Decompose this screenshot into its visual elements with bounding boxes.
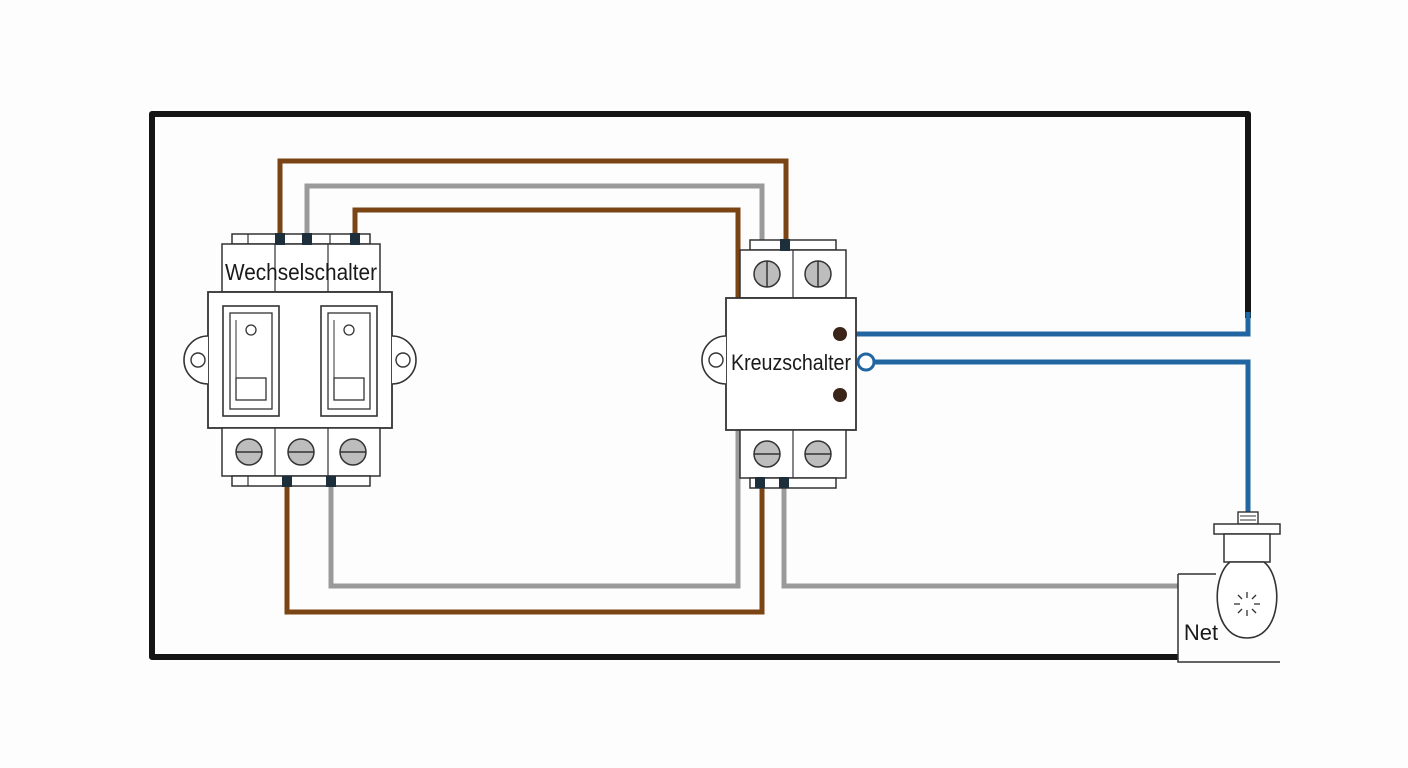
black-loop-wire bbox=[149, 111, 1251, 660]
terminal-point bbox=[833, 388, 847, 402]
wechselschalter-device: Wechselschalter bbox=[183, 233, 417, 487]
terminal-clamp bbox=[302, 233, 312, 245]
screw-terminal-icon bbox=[804, 440, 832, 468]
kreuzschalter-device: Kreuzschalter bbox=[701, 239, 876, 489]
mains-box: Net bbox=[1177, 573, 1280, 663]
brown-traveller-bottom bbox=[284, 482, 765, 615]
terminal-clamp bbox=[275, 233, 285, 245]
wechselschalter-label: Wechselschalter bbox=[225, 259, 377, 285]
blue-wire-to-lamp bbox=[866, 359, 1251, 516]
brown-traveller-top-inner bbox=[352, 207, 741, 298]
screw-terminal-icon bbox=[804, 260, 832, 288]
kreuzschalter-label: Kreuzschalter bbox=[731, 350, 851, 375]
terminal-clamp bbox=[282, 476, 292, 487]
blue-wire-upper bbox=[850, 312, 1251, 337]
terminal-point bbox=[833, 327, 847, 341]
screw-terminal-icon bbox=[753, 440, 781, 468]
grey-traveller-top bbox=[304, 183, 765, 242]
mains-label: Net bbox=[1184, 620, 1218, 645]
terminal-clamp bbox=[779, 477, 789, 488]
screw-terminal-icon bbox=[287, 438, 315, 466]
brown-traveller-top-outer bbox=[277, 158, 789, 242]
screw-terminal-icon bbox=[339, 438, 367, 466]
screw-terminal-icon bbox=[753, 260, 781, 288]
grey-traveller-bottom bbox=[328, 430, 741, 589]
rocker-left-icon bbox=[222, 305, 280, 417]
terminal-clamp bbox=[326, 476, 336, 487]
terminal-clamp bbox=[755, 477, 765, 488]
terminal-clamp bbox=[780, 239, 790, 251]
terminal-clamp bbox=[350, 233, 360, 245]
grey-wire-to-mains bbox=[781, 482, 1178, 589]
terminal-point-blue bbox=[856, 352, 876, 372]
light-bulb-icon bbox=[1213, 511, 1281, 639]
rocker-right-icon bbox=[320, 305, 378, 417]
screw-terminal-icon bbox=[235, 438, 263, 466]
